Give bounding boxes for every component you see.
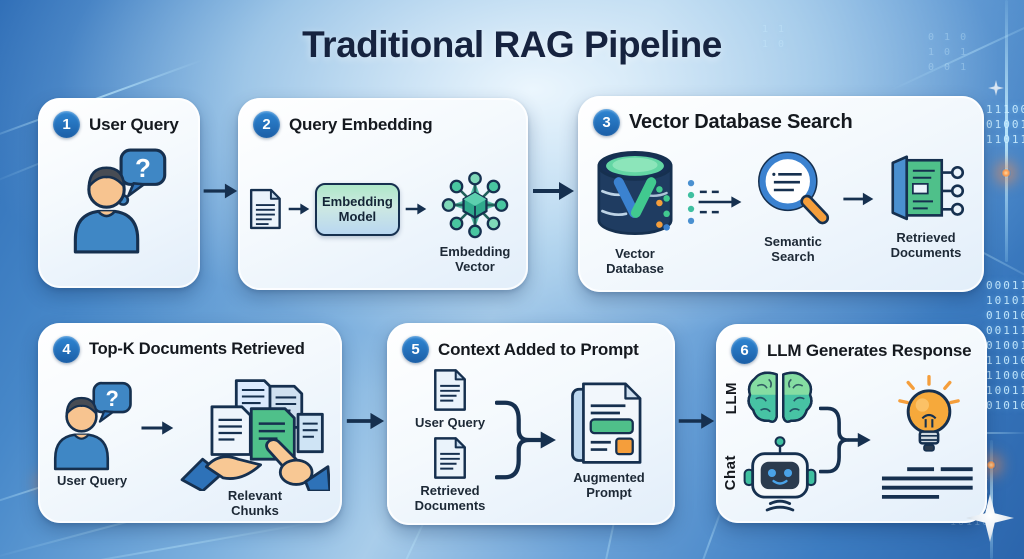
step-title: Vector Database Search: [629, 111, 853, 133]
step-title: LLM Generates Response: [767, 340, 972, 360]
relevant-chunks-label: Relevant Chunks: [227, 488, 283, 518]
flow-arrow-step4-step5: [346, 412, 385, 430]
merge-brace-arrow-icon: [495, 401, 556, 480]
step-number-badge: 3: [593, 109, 620, 136]
step-number-badge: 4: [53, 336, 80, 363]
dashed-flow-arrow-icon: [687, 179, 742, 225]
response-text-lines-icon: [881, 467, 973, 499]
idea-lightbulb-icon: [898, 375, 960, 452]
retrieved-documents-label: Retrieved Documents: [414, 482, 486, 513]
retrieved-documents-label: Retrieved Documents: [890, 230, 962, 260]
vector-database-icon: [597, 150, 673, 235]
glow-dot: [986, 460, 996, 470]
step-number-badge: 2: [253, 111, 280, 138]
arrow-icon: [843, 192, 874, 206]
arrow-icon: [288, 203, 310, 215]
embedding-vector-icon: [441, 171, 509, 239]
glow-dot: [1001, 168, 1011, 178]
document-icon: [249, 189, 281, 230]
circuit-vline: [990, 440, 993, 559]
user-query-label: User Query: [56, 473, 128, 488]
person-question-icon: ?: [53, 381, 132, 471]
step-card-context-prompt: 5 Context Added to Prompt User Query: [387, 323, 675, 525]
relevant-chunks-icon: [180, 379, 330, 491]
step-card-query-embedding: 2 Query Embedding Embedding Model: [238, 98, 528, 290]
person-question-icon: ?: [73, 148, 167, 254]
step-title: User Query: [89, 114, 179, 134]
augmented-prompt-label: Augmented Prompt: [573, 469, 645, 500]
binary-digits: 1 1 1 0: [762, 24, 787, 50]
step-title: Top-K Documents Retrieved: [89, 340, 305, 358]
step-card-user-query: 1 User Query ?: [38, 98, 200, 288]
arrow-icon: [141, 421, 174, 435]
step-title: Context Added to Prompt: [438, 339, 639, 359]
binary-digits: 0 1 0 1 0 1 0 0 1: [928, 32, 969, 73]
semantic-search-icon: [757, 151, 830, 225]
flow-arrow-step5-step6: [678, 413, 715, 429]
step-card-topk-documents: 4 Top-K Documents Retrieved ? User Query: [38, 323, 342, 523]
user-query-label: User Query: [414, 415, 486, 430]
step-number-badge: 5: [402, 336, 429, 363]
augmented-prompt-icon: [571, 382, 642, 464]
user-query-document-icon: [434, 369, 466, 411]
circuit-vline: [1005, 0, 1008, 262]
svg-text:?: ?: [135, 153, 151, 183]
flow-arrow-step2-step3: [533, 182, 574, 200]
svg-text:?: ?: [105, 386, 118, 411]
sparkle-star: [988, 80, 1004, 96]
step-number-badge: 6: [731, 337, 758, 364]
step-title: Query Embedding: [289, 114, 433, 134]
page-title: Traditional RAG Pipeline: [302, 24, 722, 65]
brain-icon: [747, 371, 813, 423]
step-card-llm-response: 6 LLM Generates Response LLM: [716, 324, 987, 523]
retrieved-documents-icon: [891, 155, 965, 221]
chat-label: Chat: [722, 455, 739, 491]
chat-robot-icon: [743, 436, 817, 512]
embedding-vector-label: Embedding Vector: [439, 244, 511, 274]
vector-database-label: Vector Database: [606, 246, 664, 276]
merge-brace-arrow-icon: [819, 406, 871, 474]
arrow-icon: [405, 203, 427, 215]
step-card-vector-db-search: 3 Vector Database Search: [578, 96, 984, 292]
step-number-badge: 1: [53, 111, 80, 138]
flow-arrow-step1-step2: [203, 183, 238, 199]
embedding-model-box: Embedding Model: [314, 182, 401, 237]
semantic-search-label: Semantic Search: [764, 234, 822, 264]
llm-label: LLM: [723, 381, 740, 415]
retrieved-documents-document-icon: [434, 437, 466, 479]
